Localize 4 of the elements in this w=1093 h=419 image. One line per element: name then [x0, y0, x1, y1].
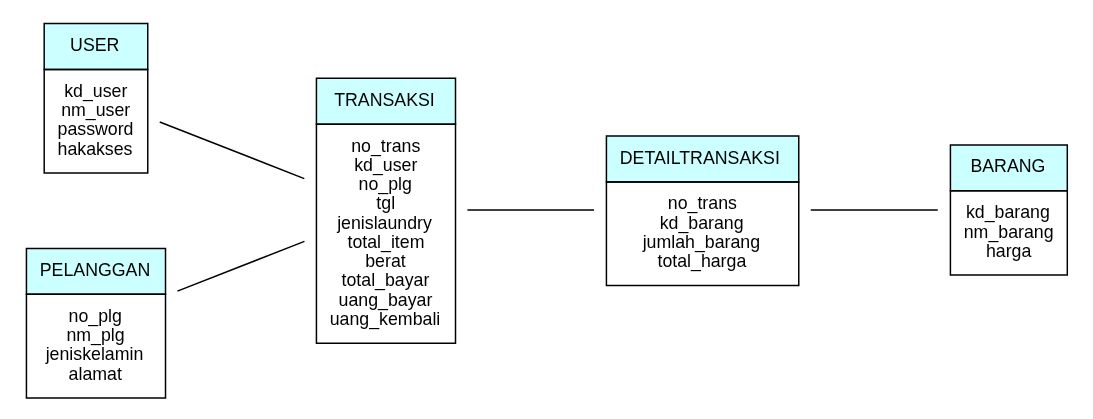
connector [176, 240, 306, 292]
connector [810, 208, 939, 211]
connector [466, 208, 595, 211]
connector [159, 120, 306, 179]
